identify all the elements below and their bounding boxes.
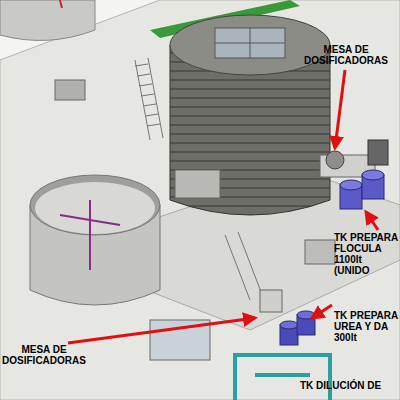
callout-label: MESA DE DOSIFICADORAS <box>300 44 392 66</box>
callout-label: TK DILUCIÓN DE <box>300 380 398 391</box>
callout-label: MESA DE DOSIFICADORAS <box>2 344 86 366</box>
callout-label: TK PREPARA FLOCULA 1100lt (UNIDO <box>334 232 398 276</box>
callout-label: TK PREPARA UREA Y DA 300lt <box>334 310 398 343</box>
